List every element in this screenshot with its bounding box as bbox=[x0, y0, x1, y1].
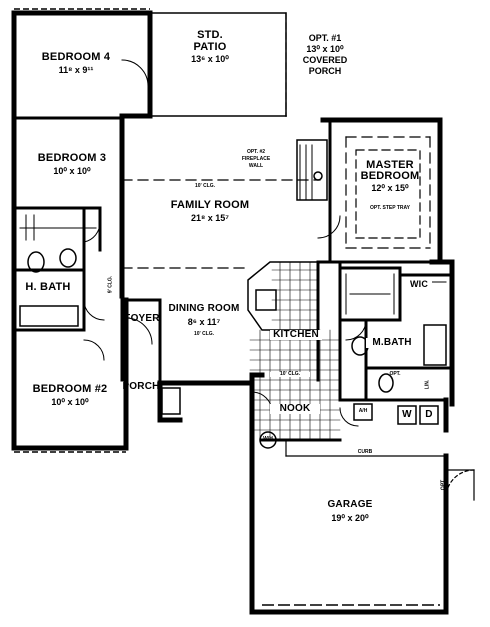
bedroom3-name: BEDROOM 3 bbox=[37, 152, 107, 164]
bedroom2-name: BEDROOM #2 bbox=[32, 383, 108, 395]
fireplace-line2: FIREPLACE bbox=[241, 156, 271, 162]
step-tray bbox=[355, 149, 421, 239]
patio-dims: 13⁶ x 10⁰ bbox=[191, 54, 229, 64]
hearth bbox=[299, 144, 313, 201]
dryer-label: D bbox=[425, 409, 433, 420]
garage-name: GARAGE bbox=[327, 499, 373, 510]
family-room-ceiling: 10' CLG. bbox=[194, 183, 216, 189]
hall-bath-name: H. BATH bbox=[25, 281, 71, 293]
laundry-opt: OPT. bbox=[389, 371, 401, 377]
utility-fixtures bbox=[161, 387, 439, 449]
patio-name2: PATIO bbox=[193, 41, 227, 53]
door-swings bbox=[83, 59, 367, 427]
family-room-dims: 21⁸ x 15⁷ bbox=[191, 213, 229, 223]
fireplace-line3: WALL bbox=[248, 163, 264, 169]
master-dims: 12⁰ x 15⁰ bbox=[371, 183, 409, 193]
porch-line3: COVERED bbox=[302, 55, 348, 65]
porch-line2: 13⁰ x 10⁰ bbox=[306, 44, 344, 54]
family-room-name: FAMILY ROOM bbox=[170, 199, 250, 211]
curb-label: CURB bbox=[350, 450, 380, 455]
kitchen-name: KITCHEN bbox=[270, 330, 322, 340]
foyer-name: FOYER bbox=[124, 313, 160, 324]
dining-ceiling: 10' CLG. bbox=[193, 331, 215, 337]
laundry-lin: LIN. bbox=[424, 379, 431, 390]
exterior-walls bbox=[11, 10, 455, 615]
garage-dims: 19⁰ x 20⁰ bbox=[331, 513, 369, 523]
porch-line4: PORCH bbox=[308, 66, 342, 76]
washer-label: W bbox=[402, 409, 412, 420]
bedroom4-dims: 11⁸ x 9¹¹ bbox=[58, 65, 94, 75]
master-bath-fixtures bbox=[351, 324, 447, 393]
master-option: OPT. STEP TRAY bbox=[369, 205, 410, 211]
air-handler-label: A/H bbox=[358, 408, 368, 414]
clg-label: 9' CLG. bbox=[107, 275, 114, 294]
curb-line bbox=[285, 439, 447, 457]
bedroom3-dims: 10⁰ x 10⁰ bbox=[53, 166, 91, 176]
master-name1: MASTER bbox=[366, 159, 414, 171]
dining-dims: 8⁶ x 11⁷ bbox=[187, 317, 221, 327]
hall-bath-fixtures bbox=[19, 248, 79, 327]
bedroom2-dims: 10⁰ x 10⁰ bbox=[51, 397, 89, 407]
garage-side-door bbox=[445, 469, 475, 501]
porch-line1: OPT. #1 bbox=[308, 33, 342, 43]
master-name2: BEDROOM bbox=[360, 170, 420, 182]
bedroom4-name: BEDROOM 4 bbox=[41, 51, 111, 63]
wic-name: WIC bbox=[406, 280, 432, 289]
dining-name: DINING ROOM bbox=[168, 303, 240, 314]
garage-door-opt: OPT. bbox=[440, 478, 447, 491]
nook-ceiling: 10' CLG. bbox=[270, 372, 310, 377]
patio-name1: STD. bbox=[197, 29, 223, 41]
water-heater-label: W/H bbox=[263, 436, 273, 442]
ceiling-dashes bbox=[121, 136, 431, 269]
master-bath-name: M.BATH bbox=[366, 338, 418, 348]
porch-name: PORCH bbox=[122, 381, 160, 392]
nook-name: NOOK bbox=[270, 404, 320, 414]
fireplace-line1: OPT. #2 bbox=[246, 149, 266, 155]
